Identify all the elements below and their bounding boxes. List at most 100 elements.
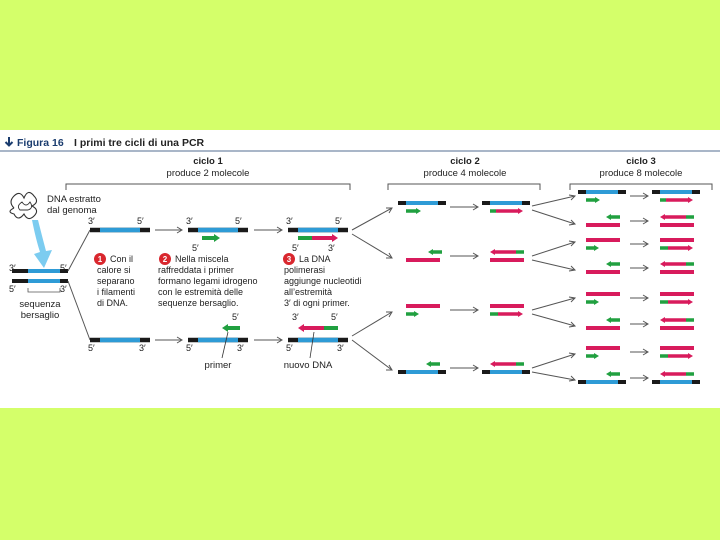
genome-illustration: DNA estratto dal genoma 3′ 5′ 5′ 3′ sequ… bbox=[9, 191, 101, 321]
end-label: 3′ bbox=[286, 216, 293, 226]
target-label-line1: sequenza bbox=[19, 299, 61, 310]
primer-arrow bbox=[202, 234, 220, 242]
dna-molecule bbox=[490, 304, 524, 317]
step-2: 2 Nella miscela raffreddata i primer for… bbox=[158, 253, 258, 308]
cycle-subtitle: produce 8 molecole bbox=[600, 168, 683, 179]
end-label: 5′ bbox=[88, 343, 95, 353]
step-text-line: aggiunge nucleotidi bbox=[284, 276, 362, 286]
step-1: 1 Con il calore si separano i filamenti … bbox=[94, 253, 135, 308]
dna-molecule bbox=[586, 346, 620, 359]
end-label: 5′ bbox=[331, 312, 338, 322]
dna-molecule bbox=[660, 292, 694, 305]
step-badge bbox=[94, 253, 106, 265]
step-arrows bbox=[155, 226, 283, 344]
end-label: 3′ bbox=[337, 343, 344, 353]
dna-molecule bbox=[490, 249, 524, 262]
new-dna-strand bbox=[298, 234, 338, 242]
cycle2-row-arrows bbox=[450, 203, 479, 372]
dna-molecule bbox=[398, 361, 446, 374]
cycle3-molecules bbox=[578, 190, 700, 384]
primer-label: primer bbox=[205, 360, 232, 371]
end-label: 3′ bbox=[237, 343, 244, 353]
genome-coil-icon bbox=[9, 191, 38, 220]
dna-molecule bbox=[586, 214, 620, 227]
cycle1-top-row: 3′ 5′ 3′ 5′ 5′ 3′ 5′ 5′ 3′ bbox=[88, 216, 348, 253]
cycle-subtitle: produce 4 molecole bbox=[424, 168, 507, 179]
step-badge bbox=[283, 253, 295, 265]
end-label: 5′ bbox=[286, 343, 293, 353]
genome-label-line1: DNA estratto bbox=[47, 194, 101, 205]
dna-molecule bbox=[586, 292, 620, 305]
end-label: 5′ bbox=[335, 216, 342, 226]
dna-molecule bbox=[652, 190, 700, 203]
cycle3-row-arrows bbox=[630, 192, 649, 382]
cycle2-molecules bbox=[398, 201, 530, 374]
step-text-line: con le estremità delle bbox=[158, 287, 243, 297]
step-text-line: i filamenti bbox=[97, 287, 135, 297]
step-text-line: 3′ di ogni primer. bbox=[284, 298, 350, 308]
dna-molecule bbox=[578, 190, 626, 203]
step-badge bbox=[159, 253, 171, 265]
dna-molecule bbox=[660, 214, 694, 227]
figure-panel: Figura 16 I primi tre cicli di una PCR c… bbox=[0, 130, 720, 408]
primer-arrow bbox=[222, 324, 240, 332]
new-dna-strand bbox=[298, 324, 338, 332]
end-label: 5′ bbox=[60, 263, 67, 273]
down-arrow-icon bbox=[4, 137, 14, 147]
step-text-line: di DNA. bbox=[97, 298, 128, 308]
end-label: 5′ bbox=[232, 312, 239, 322]
end-label: 5′ bbox=[186, 343, 193, 353]
cycle-title: ciclo 2 bbox=[450, 156, 480, 167]
dna-molecule bbox=[660, 261, 694, 274]
figure-label: Figura 16 bbox=[17, 137, 64, 149]
figure-caption: Figura 16 I primi tre cicli di una PCR bbox=[0, 137, 720, 152]
step-text-line: raffreddata i primer bbox=[158, 265, 234, 275]
end-label: 5′ bbox=[192, 243, 199, 253]
cycle-header-1: ciclo 1 produce 2 molecole bbox=[65, 156, 351, 190]
end-label: 5′ bbox=[9, 284, 16, 294]
step-text-line: La DNA bbox=[299, 254, 331, 264]
step-3: 3 La DNA polimerasi aggiunge nucleotidi … bbox=[283, 253, 362, 308]
cycle2-to-cycle3-arrows bbox=[531, 194, 577, 382]
dna-molecule bbox=[586, 238, 620, 251]
cycle-title: ciclo 3 bbox=[626, 156, 656, 167]
dna-molecule bbox=[406, 304, 440, 317]
cycle-brace bbox=[387, 183, 541, 190]
dna-molecule bbox=[482, 201, 530, 214]
cycle-header-3: ciclo 3 produce 8 molecole bbox=[569, 156, 713, 190]
step-text-line: Nella miscela bbox=[175, 254, 229, 264]
step-text-line: separano bbox=[97, 276, 135, 286]
dna-molecule bbox=[586, 261, 620, 274]
primer-leader-line bbox=[221, 331, 229, 359]
dna-molecule bbox=[482, 361, 530, 374]
end-label: 3′ bbox=[60, 284, 67, 294]
cycle1-to-cycle2-arrows bbox=[351, 207, 393, 371]
end-label: 5′ bbox=[137, 216, 144, 226]
end-label: 5′ bbox=[292, 243, 299, 253]
pcr-diagram: Figura 16 I primi tre cicli di una PCR c… bbox=[0, 137, 720, 384]
end-label: 3′ bbox=[292, 312, 299, 322]
step-text-line: polimerasi bbox=[284, 265, 325, 275]
genome-coil-icon bbox=[17, 201, 33, 211]
cycle-brace bbox=[569, 183, 713, 190]
branch-connectors bbox=[67, 229, 91, 341]
cycle1-bottom-row: 5′ 3′ 5′ 5′ 3′ primer 3′ 5′ 5′ 3′ nuovo … bbox=[88, 312, 348, 371]
dna-molecule bbox=[398, 201, 446, 214]
dna-molecule bbox=[660, 317, 694, 330]
genome-label-line2: dal genoma bbox=[47, 205, 97, 216]
end-label: 3′ bbox=[186, 216, 193, 226]
step-text-line: Con il bbox=[110, 254, 133, 264]
new-dna-label: nuovo DNA bbox=[284, 360, 333, 371]
dna-molecule bbox=[660, 238, 694, 251]
end-label: 3′ bbox=[139, 343, 146, 353]
step-text-line: all’estremità bbox=[284, 287, 332, 297]
cycle-subtitle: produce 2 molecole bbox=[167, 168, 250, 179]
target-label-line2: bersaglio bbox=[21, 310, 60, 321]
end-label: 3′ bbox=[88, 216, 95, 226]
step-number: 1 bbox=[98, 255, 103, 264]
step-text-line: sequenze bersaglio. bbox=[158, 298, 239, 308]
step-number: 3 bbox=[287, 255, 292, 264]
dna-molecule bbox=[406, 249, 442, 262]
cycle-title: ciclo 1 bbox=[193, 156, 223, 167]
end-label: 3′ bbox=[328, 243, 335, 253]
